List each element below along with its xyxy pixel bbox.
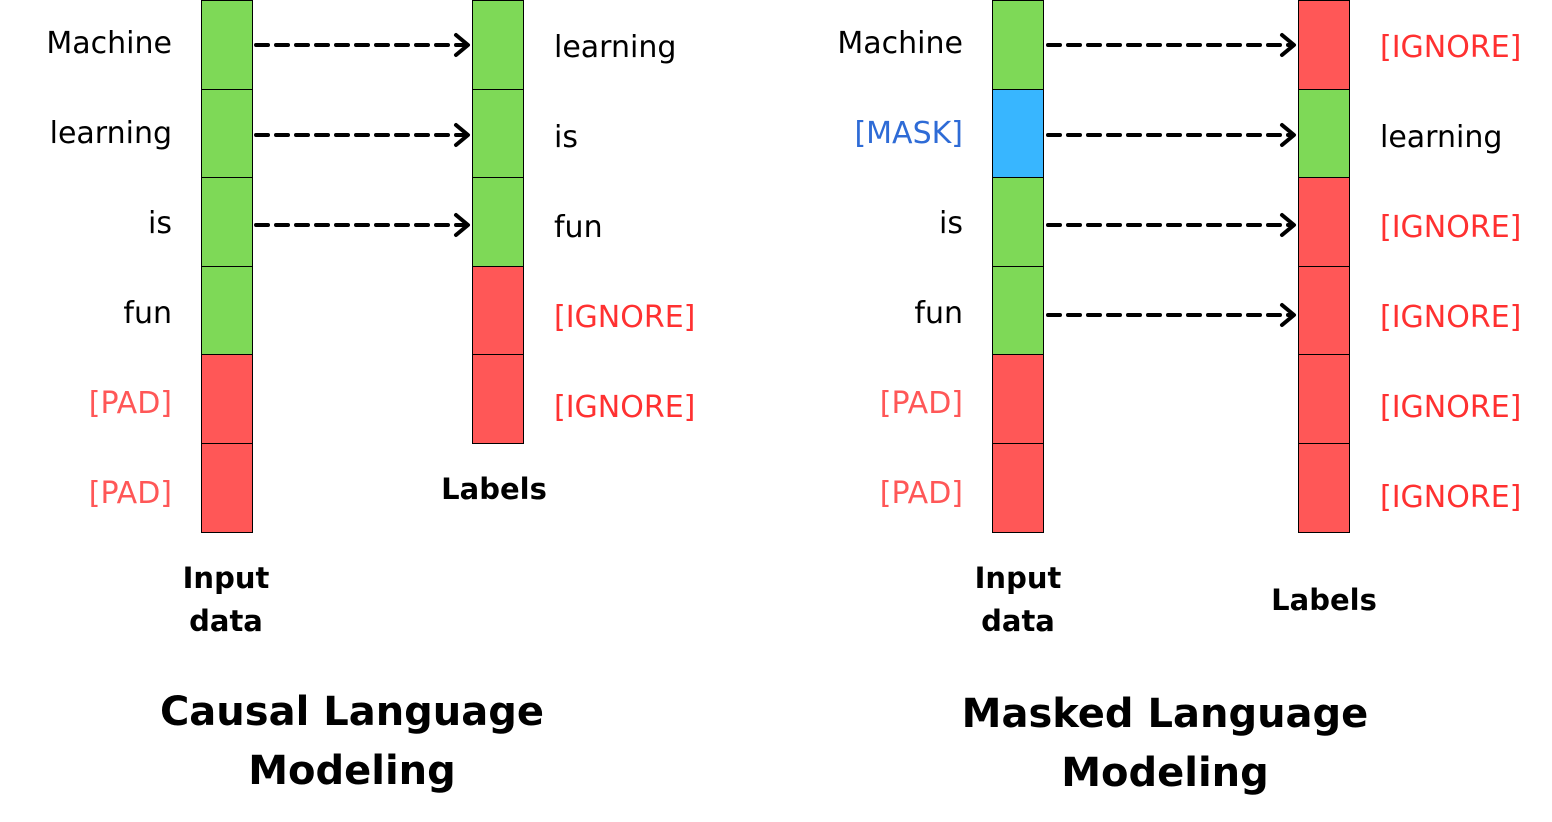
masked-label-ignore: [IGNORE] [1380, 390, 1522, 425]
causal-labels-caption: Labels [441, 472, 547, 506]
causal-input-word: is [148, 206, 172, 241]
causal-input-pad: [PAD] [88, 476, 172, 511]
label-cell-ignore [1298, 354, 1350, 444]
causal-arrow [254, 33, 470, 57]
causal-input-word: learning [49, 116, 172, 151]
masked-input-word: fun [914, 296, 963, 331]
causal-label-ignore: [IGNORE] [554, 300, 696, 335]
label-cell-ignore [1298, 177, 1350, 267]
masked-arrow [1046, 123, 1296, 147]
causal-input-column [201, 0, 253, 533]
token-cell-mask [992, 88, 1044, 179]
title-line: Causal Language [159, 689, 545, 735]
label-cell-keep [472, 88, 524, 179]
token-cell-ignore [992, 442, 1044, 533]
causal-label-word: learning [554, 30, 677, 65]
causal-arrow [254, 123, 470, 147]
masked-input-pad: [PAD] [879, 476, 963, 511]
masked-arrow [1046, 33, 1296, 57]
label-cell-ignore [472, 265, 524, 356]
title-line: Modeling [248, 748, 456, 794]
label-cell-keep [472, 0, 524, 90]
masked-input-word: is [939, 206, 963, 241]
caption-line: data [189, 604, 263, 638]
masked-arrow [1046, 213, 1296, 237]
caption-line: data [981, 604, 1055, 638]
caption-line: Input [182, 561, 270, 595]
token-cell-keep [201, 0, 253, 90]
causal-arrow [254, 213, 470, 237]
masked-input-caption: Input data [938, 557, 1098, 643]
caption-line: Input [974, 561, 1062, 595]
causal-label-column [472, 0, 524, 444]
masked-label-ignore: [IGNORE] [1380, 480, 1522, 515]
causal-input-caption: Input data [146, 557, 306, 643]
causal-input-word: Machine [46, 26, 172, 61]
token-cell-ignore [992, 354, 1044, 444]
token-cell-keep [201, 177, 253, 267]
masked-labels-caption: Labels [1271, 583, 1377, 617]
masked-label-word: learning [1380, 120, 1503, 155]
causal-input-word: fun [123, 296, 172, 331]
title-line: Modeling [1061, 750, 1269, 796]
title-line: Masked Language [961, 691, 1369, 737]
causal-label-word: fun [554, 210, 603, 245]
masked-label-ignore: [IGNORE] [1380, 30, 1522, 65]
token-cell-ignore [201, 442, 253, 533]
label-cell-ignore [1298, 0, 1350, 90]
causal-title: Causal Language Modeling [102, 683, 602, 801]
label-cell-keep [1298, 88, 1350, 179]
token-cell-keep [992, 265, 1044, 356]
masked-title: Masked Language Modeling [915, 685, 1415, 803]
causal-input-pad: [PAD] [88, 386, 172, 421]
causal-label-ignore: [IGNORE] [554, 390, 696, 425]
masked-input-mask: [MASK] [854, 116, 963, 151]
masked-input-pad: [PAD] [879, 386, 963, 421]
masked-label-column [1298, 0, 1350, 533]
masked-label-ignore: [IGNORE] [1380, 300, 1522, 335]
label-cell-keep [472, 177, 524, 267]
label-cell-ignore [472, 354, 524, 444]
masked-input-word: Machine [837, 26, 963, 61]
label-cell-ignore [1298, 442, 1350, 533]
token-cell-keep [992, 177, 1044, 267]
masked-input-column [992, 0, 1044, 533]
masked-label-ignore: [IGNORE] [1380, 210, 1522, 245]
causal-label-word: is [554, 120, 578, 155]
masked-arrow [1046, 303, 1296, 327]
